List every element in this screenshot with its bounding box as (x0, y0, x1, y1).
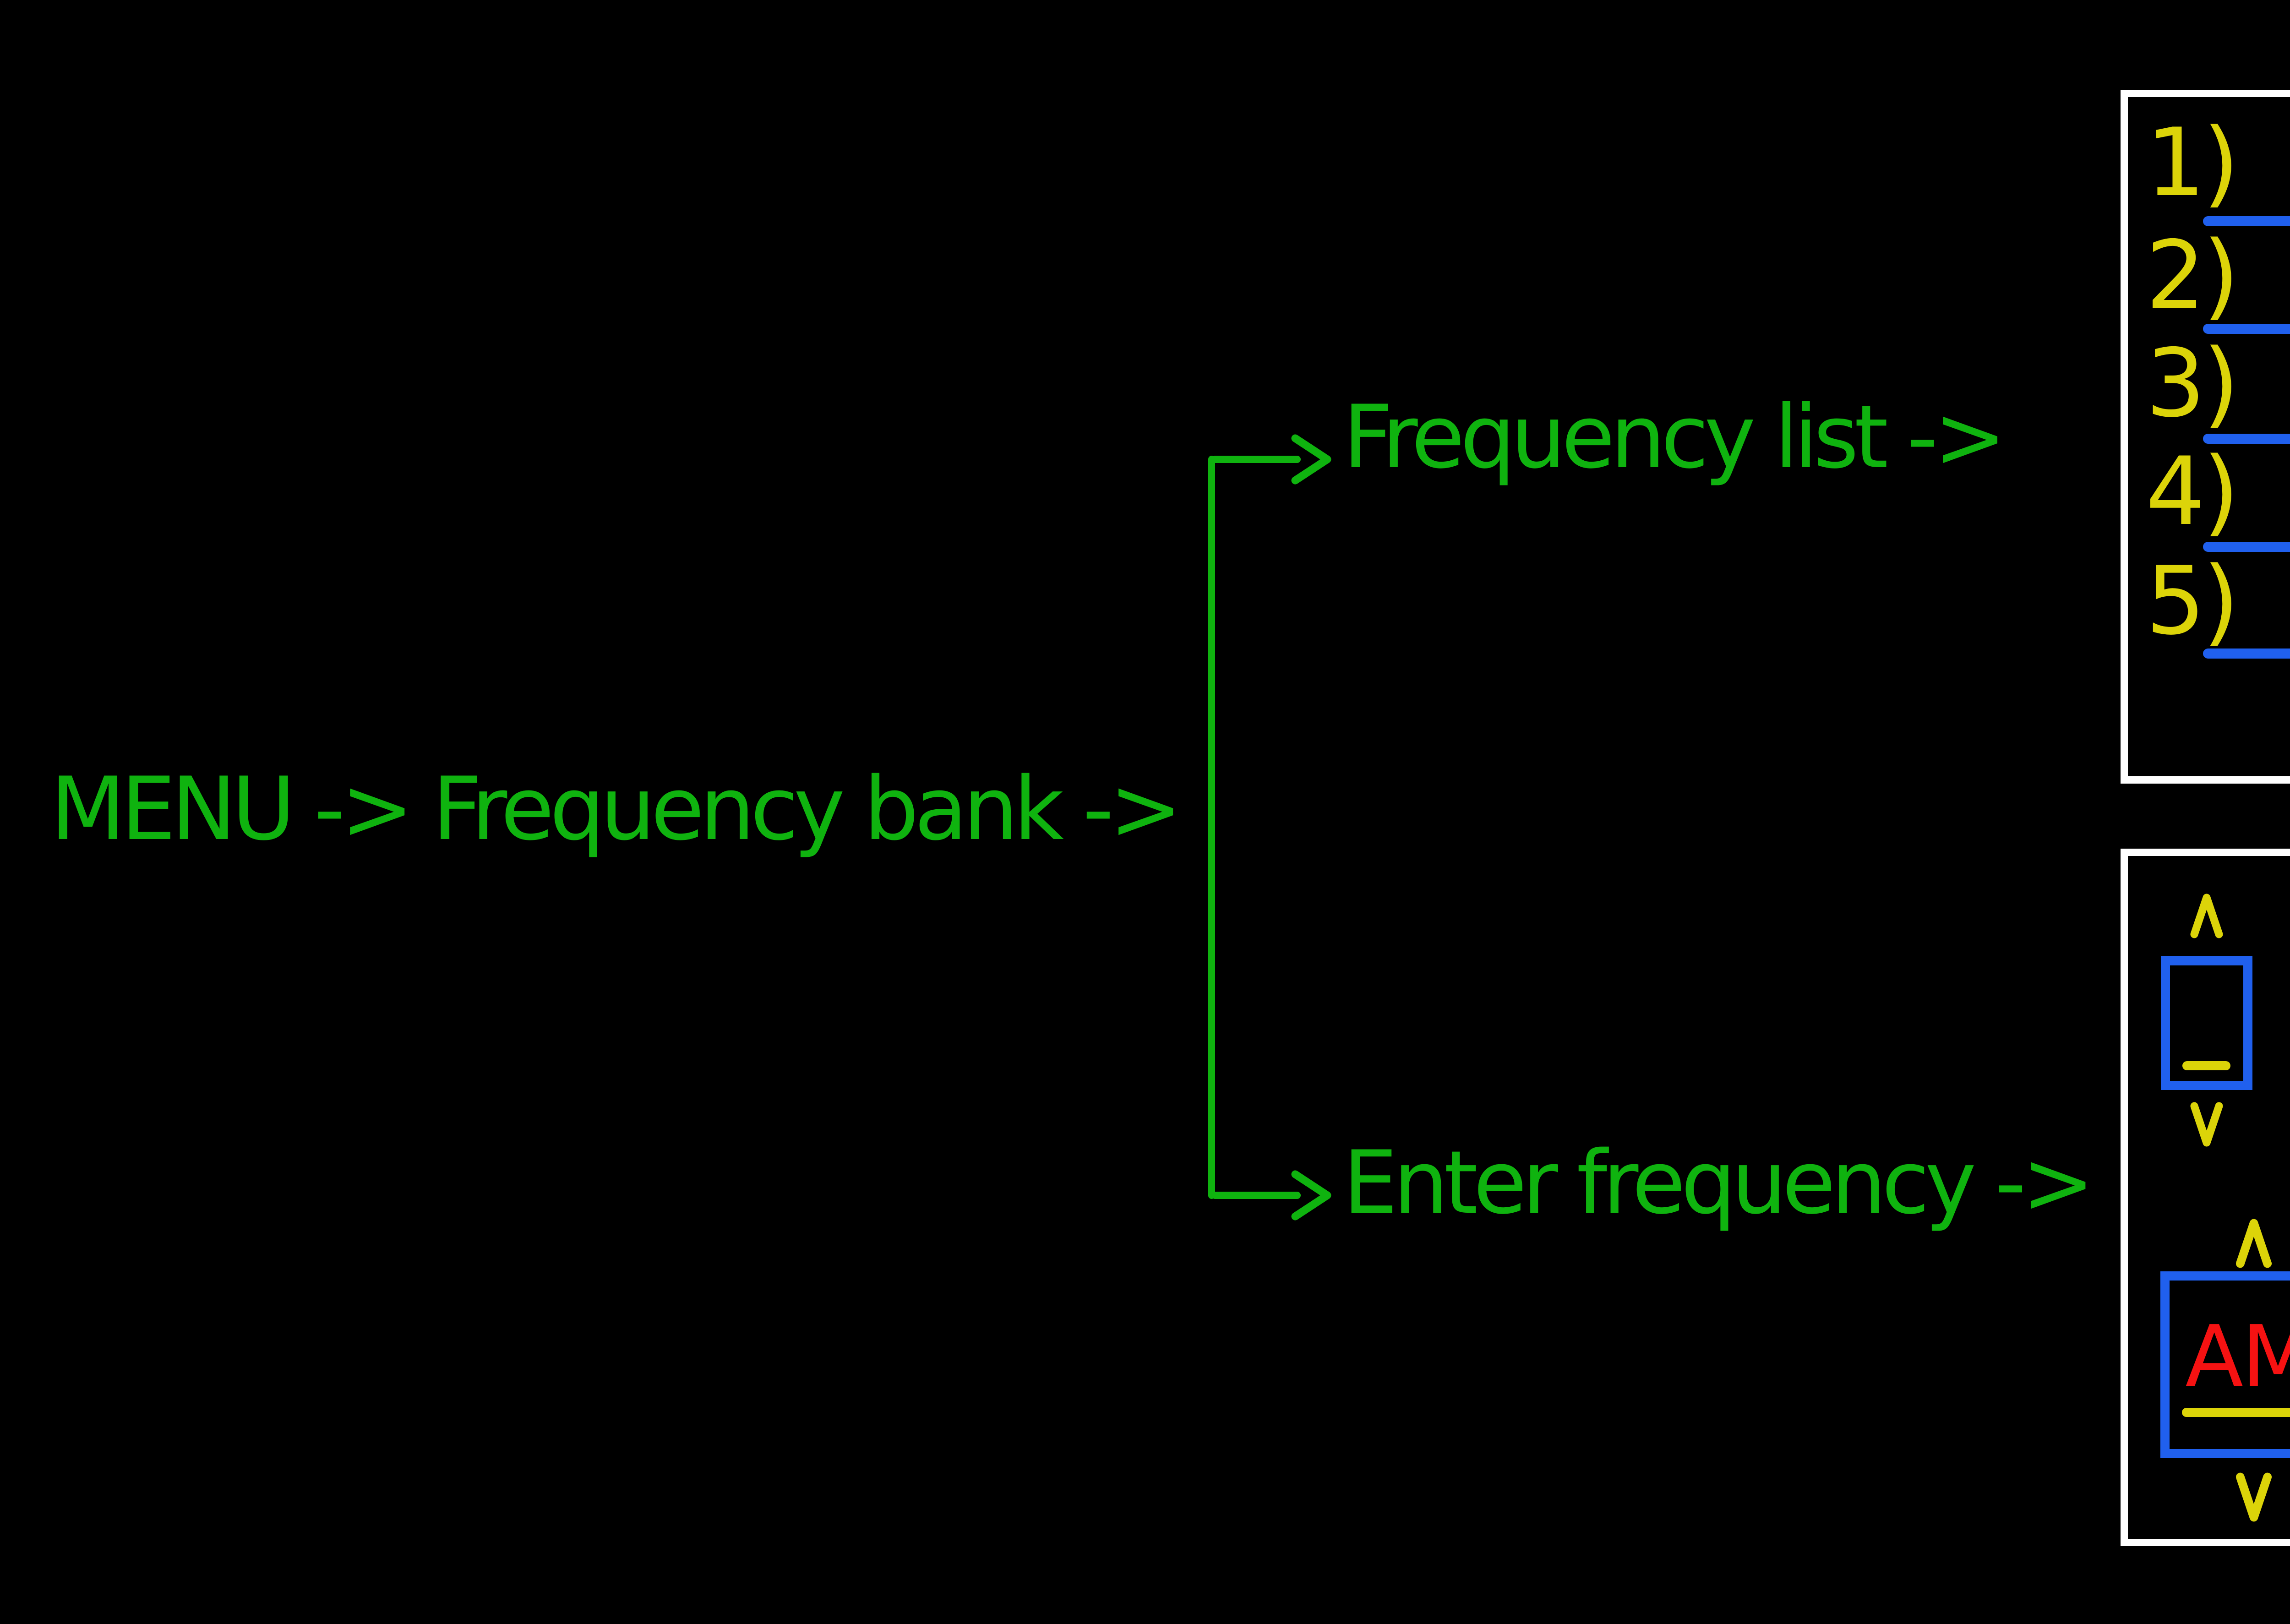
chevron-up-icon (2190, 894, 2223, 938)
digit-box (2161, 956, 2252, 1090)
menu-path-label: MENU -> Frequency bank -> (50, 758, 1182, 860)
list-item-number: 2) (2146, 221, 2239, 330)
list-item-number: 3) (2146, 329, 2239, 438)
list-item-value-line (2203, 434, 2290, 444)
frequency-list-panel: 1) 2) 3) 4) 5) (2121, 90, 2290, 784)
chevron-up-icon (2235, 1219, 2272, 1268)
enter-frequency-panel: kHz AM mod (2121, 849, 2290, 1546)
branch-line-bottom (1211, 1192, 1301, 1199)
list-item-value-line (2203, 324, 2290, 334)
modulation-placeholder (2182, 1408, 2290, 1417)
digit-placeholder (2182, 1061, 2230, 1070)
modulation-value: AM (2185, 1307, 2290, 1406)
branch-label-frequency-list: Frequency list -> (1343, 387, 2006, 488)
branch-line-top (1211, 456, 1301, 463)
list-item-value-line (2203, 216, 2290, 226)
list-item-number: 1) (2146, 109, 2239, 218)
list-item-value-line (2203, 649, 2290, 659)
branch-label-enter-frequency: Enter frequency -> (1343, 1132, 2094, 1233)
branch-connector-trunk (1208, 456, 1215, 1199)
chevron-down-icon (2190, 1102, 2223, 1147)
list-item-number: 4) (2146, 437, 2239, 546)
list-item-value-line (2203, 542, 2290, 552)
list-item-number: 5) (2146, 547, 2239, 656)
chevron-down-icon (2235, 1472, 2272, 1522)
chevron-right-icon (1291, 1170, 1331, 1221)
digit-slot (2161, 893, 2252, 1152)
chevron-right-icon (1291, 434, 1331, 485)
modulation-box: AM (2160, 1271, 2290, 1458)
